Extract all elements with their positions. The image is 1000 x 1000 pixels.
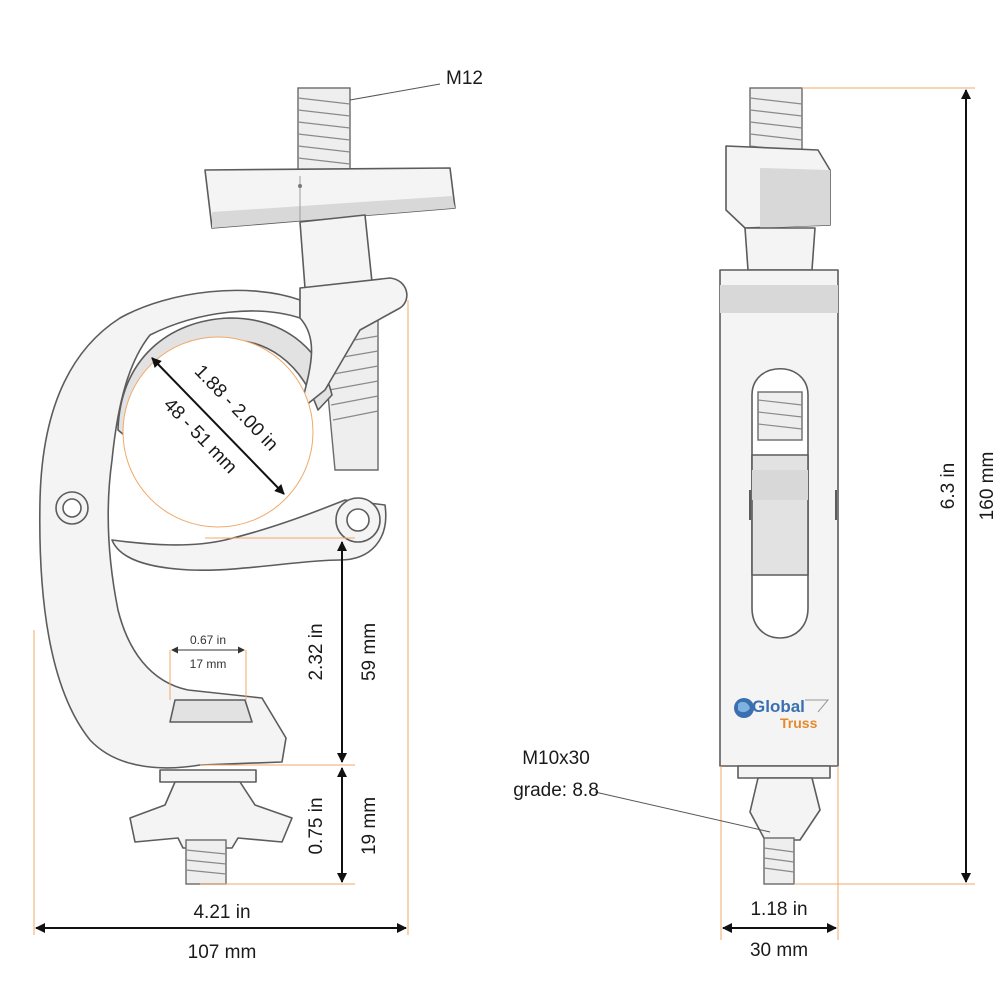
side-width-in-label: 1.18 in xyxy=(750,899,807,920)
wingnut-height-in-label: 0.75 in xyxy=(306,797,327,854)
bottom-bolt-leader xyxy=(594,791,771,833)
side-view: Global Truss 6.3 in 160 mm 1.18 in xyxy=(513,87,998,961)
brand-line2: Truss xyxy=(780,715,818,731)
overall-height-mm-label: 160 mm xyxy=(977,452,998,521)
slot-width-mm-label: 17 mm xyxy=(190,657,227,671)
brand-line1: Global xyxy=(752,697,805,716)
side-width-mm-label: 30 mm xyxy=(750,940,808,961)
top-bolt-leader xyxy=(349,83,441,101)
overall-height-in-label: 6.3 in xyxy=(938,463,959,509)
overall-width-in-label: 4.21 in xyxy=(193,902,250,923)
wingnut-height-mm-label: 19 mm xyxy=(359,797,380,855)
front-extension-lines xyxy=(33,300,409,935)
tbar-handle xyxy=(204,167,456,229)
tube-diameter-dimension xyxy=(151,357,285,495)
front-view: 1.88 - 2.00 in 48 - 51 mm 0.67 in 17 mm … xyxy=(33,68,483,963)
global-truss-logo: Global Truss xyxy=(734,697,830,731)
top-bolt-callout: M12 xyxy=(446,68,483,89)
wing-nut xyxy=(129,769,293,885)
side-body xyxy=(719,269,839,767)
overall-width-mm-label: 107 mm xyxy=(188,942,257,963)
jaw-height-mm-label: 59 mm xyxy=(359,623,380,681)
jaw-height-in-label: 2.32 in xyxy=(306,623,327,680)
side-extension-lines xyxy=(720,87,975,940)
side-bottom-bolt xyxy=(737,765,831,885)
top-bolt-thread xyxy=(297,87,351,179)
bottom-bolt-size-callout: M10x30 xyxy=(522,748,590,769)
side-top-thread xyxy=(749,87,803,159)
side-handle xyxy=(725,145,831,271)
slot-width-in-label: 0.67 in xyxy=(190,633,226,647)
bottom-bolt-grade-callout: grade: 8.8 xyxy=(513,780,599,801)
